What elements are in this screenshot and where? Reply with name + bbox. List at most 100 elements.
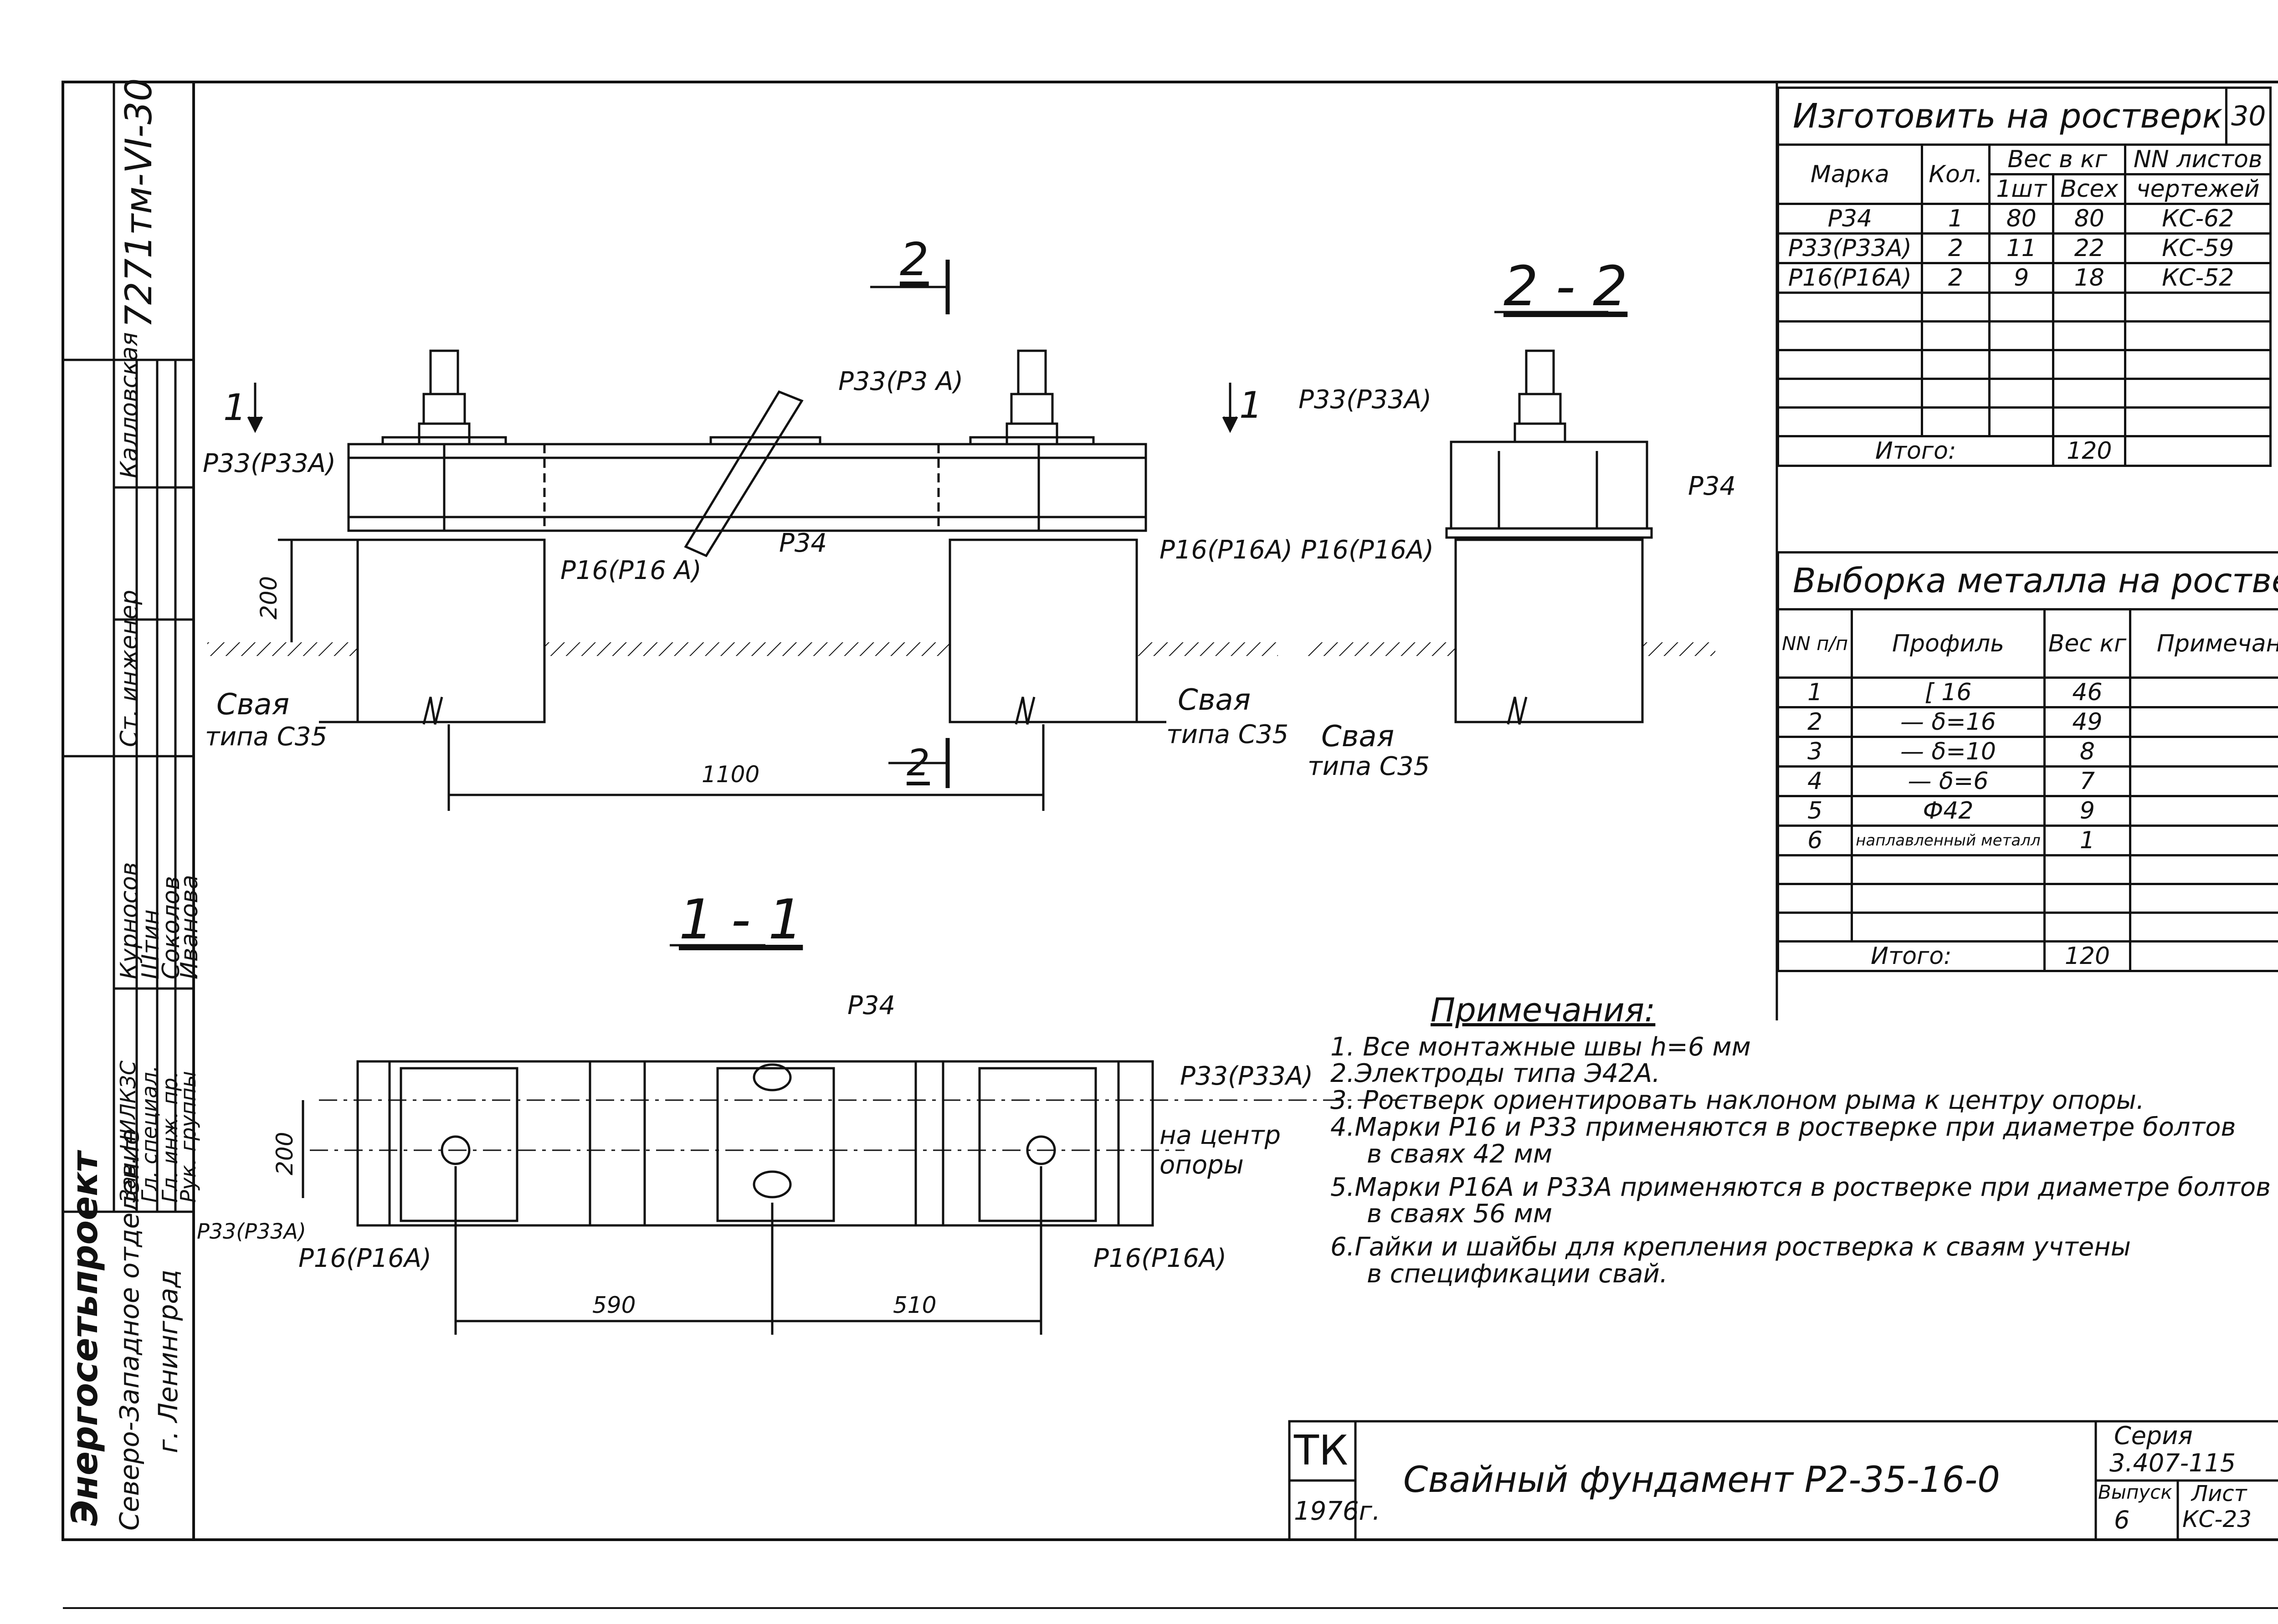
title-sheet: КС-23 (2182, 1506, 2252, 1532)
note-4b: в сваях 42 мм (1367, 1139, 1553, 1169)
label-p33-top: Р33(Р3 А) (838, 367, 964, 396)
cell-profile: наплавленный металл (1851, 825, 2046, 856)
cell-all: 22 (2052, 232, 2127, 264)
stamp-code: 7271тм-VI-30 (118, 78, 160, 328)
section-mark-1-left: 1 (223, 386, 246, 429)
dim-200-front: 200 (256, 576, 282, 620)
cell-weight: 7 (2043, 765, 2132, 797)
cell-profile: — δ=16 (1851, 706, 2046, 738)
note-6b: в спецификации свай. (1367, 1259, 1668, 1289)
lifting-eye-front (684, 390, 804, 558)
th-one: 1шт (1988, 173, 2055, 205)
table-row: Р34 1 80 80 КС-62 (1777, 203, 2272, 235)
th-qty: Кол. (1920, 143, 1991, 205)
cell-nn: 1 (1776, 676, 1853, 708)
note-4: 4.Марки Р16 и Р33 применяются в ростверк… (1330, 1112, 2236, 1142)
label-p34-front: Р34 (779, 528, 827, 558)
th-sheets2: чертежей (2124, 173, 2272, 205)
th-mark: Марка (1777, 143, 1923, 205)
cell-nn: 5 (1776, 795, 1853, 827)
cell-profile: [ 16 (1851, 676, 2046, 708)
th-weight: Вес в кг (1988, 143, 2127, 175)
th-nn: NN п/п (1776, 608, 1853, 679)
section-mark-1-right: 1 (1239, 384, 1262, 426)
grillage-beam-section (1450, 441, 1648, 530)
title-year: 1976г. (1294, 1496, 1380, 1526)
label-pile-right: Свая (1178, 683, 1251, 717)
label-plan-p16-left: Р16(Р16А) (298, 1244, 432, 1273)
label-pile-left: Свая (216, 688, 290, 722)
table-row: Р16(Р16А) 2 9 18 КС-52 (1777, 262, 2272, 294)
note-2: 2.Электроды типа Э42А. (1330, 1059, 1660, 1089)
plate-middle-plan (716, 1067, 835, 1222)
th-profile: Профиль (1851, 608, 2046, 679)
cell-nn: 6 (1776, 825, 1853, 856)
notes-block: Примечания: 1. Все монтажные швы h=6 мм … (1330, 993, 2271, 1288)
metal-table: Выборка металла на ростверк NN п/п Профи… (1776, 551, 2278, 972)
note-6: 6.Гайки и шайбы для крепления ростверка … (1330, 1232, 2131, 1262)
cell-one: 80 (1988, 203, 2055, 235)
cell-sheet: КС-52 (2124, 262, 2272, 294)
cell-qty: 2 (1920, 262, 1991, 294)
title-series-label: Серия (2114, 1421, 2193, 1450)
cell-mark: Р16(Р16А) (1777, 262, 1923, 294)
label-plan-center-2: опоры (1160, 1150, 1244, 1180)
label-plan-p34: Р34 (847, 991, 896, 1020)
label-plan-p16-right: Р16(Р16А) (1093, 1244, 1227, 1273)
cell-nn: 3 (1776, 736, 1853, 768)
cell-qty: 1 (1920, 203, 1991, 235)
cell-profile: Ф42 (1851, 795, 2046, 827)
title-org-code: ТК (1294, 1427, 1348, 1475)
cell-sheet: КС-62 (2124, 203, 2272, 235)
cell-mark: Р34 (1777, 203, 1923, 235)
manufacture-table-caption: Изготовить на ростверк (1776, 87, 2228, 146)
cell-nn: 2 (1776, 706, 1853, 738)
label-22-p34: Р34 (1688, 471, 1736, 501)
role-1: Зав. НИЛКЗС (116, 1060, 140, 1203)
cell-qty: 2 (1920, 232, 1991, 264)
note-5b: в сваях 56 мм (1367, 1199, 1553, 1229)
cell-weight: 9 (2043, 795, 2132, 827)
cell-one: 9 (1988, 262, 2055, 294)
cell-nn: 4 (1776, 765, 1853, 797)
label-p16-left: Р16(Р16 А) (560, 556, 702, 585)
table-row: Р33(Р33А) 2 11 22 КС-59 (1777, 232, 2272, 264)
section-mark-2-bottom: 2 (907, 742, 930, 784)
note-1: 1. Все монтажные швы h=6 мм (1330, 1032, 1751, 1062)
label-p33-left: Р33(Р33А) (203, 449, 336, 478)
person-5: Калловская (116, 332, 143, 478)
cell-weight: 46 (2043, 676, 2132, 708)
label-plan-p33-right: Р33(Р33А) (1180, 1061, 1313, 1091)
title-series: 3.407-115 (2109, 1449, 2236, 1477)
pile-section-22 (1454, 538, 1644, 723)
cell-weight: 49 (2043, 706, 2132, 738)
th-weight-kg: Вес кг (2043, 608, 2132, 679)
manufacture-total-label: Итого: (1776, 435, 2055, 467)
label-p16-right: Р16(Р16А) (1160, 535, 1293, 565)
th-note: Примечание (2129, 608, 2278, 679)
title-main: Свайный фундамент Р2-35-16-0 (1403, 1460, 2000, 1501)
cell-sheet: КС-59 (2124, 232, 2272, 264)
cell-profile: — δ=6 (1851, 765, 2046, 797)
note-5: 5.Марки Р16А и Р33А применяются в ростве… (1330, 1172, 2271, 1202)
plate-left-plan (400, 1067, 518, 1222)
dim-1100: 1100 (702, 761, 760, 788)
cell-weight: 1 (2043, 825, 2132, 856)
label-22-pile: Свая (1321, 720, 1395, 753)
label-plan-center-1: на центр (1160, 1121, 1281, 1150)
dim-plan-590: 590 (592, 1292, 636, 1318)
person-4: Иванова (176, 875, 203, 979)
section-mark-2-top: 2 (900, 233, 929, 286)
th-all: Всех (2052, 173, 2127, 205)
cell-weight: 8 (2043, 736, 2132, 768)
pile-left-front (356, 538, 546, 723)
plate-right-plan (978, 1067, 1097, 1222)
section-2-2-title: 2 - 2 (1503, 255, 1628, 318)
